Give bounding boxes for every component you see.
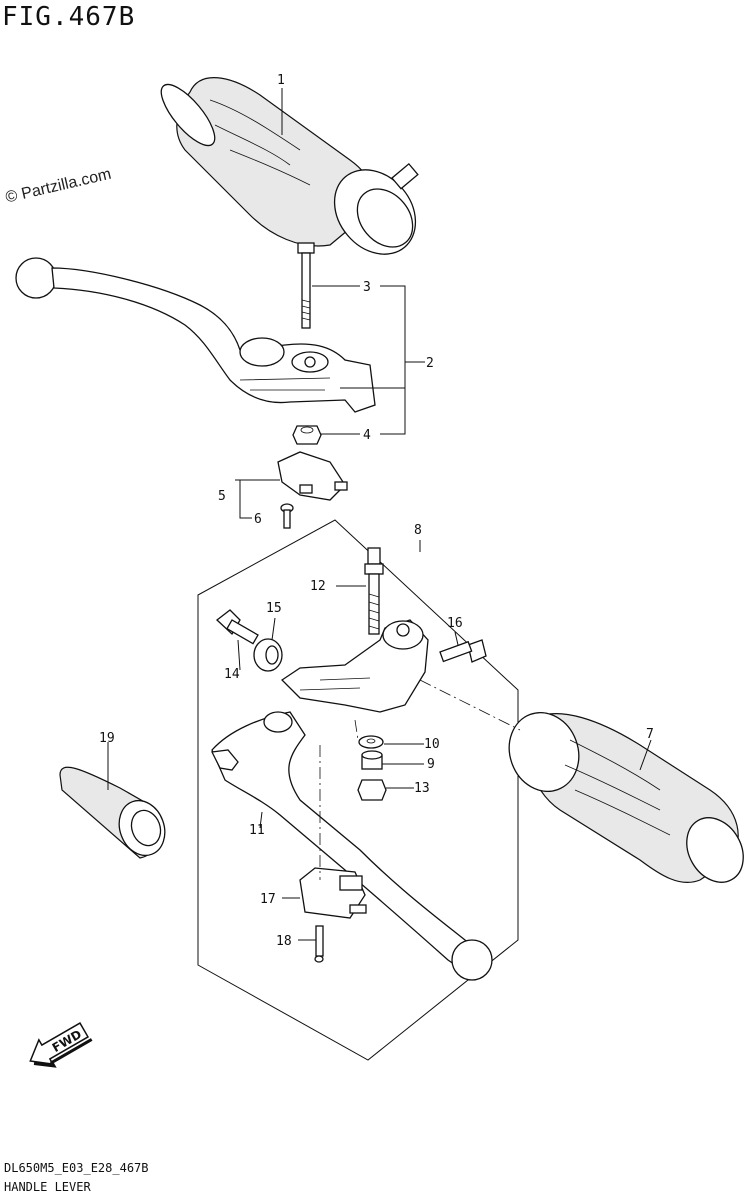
lever-bracket[interactable] (280, 619, 429, 713)
bolt-14[interactable] (215, 609, 259, 645)
collar-9[interactable] (361, 750, 383, 770)
bolt-3[interactable] (297, 242, 315, 329)
callout-19: 19 (99, 731, 115, 746)
diagram-code: DL650M5_E03_E28_467B (4, 1161, 149, 1175)
callout-13: 13 (414, 781, 430, 796)
callout-15: 15 (266, 601, 282, 616)
callout-3: 3 (363, 280, 371, 295)
screw-6[interactable] (280, 503, 294, 529)
callout-5: 5 (218, 489, 226, 504)
screw-18[interactable] (314, 925, 324, 963)
diagram-caption: HANDLE LEVER (4, 1180, 91, 1194)
callout-9: 9 (427, 757, 435, 772)
switch-5[interactable] (277, 451, 348, 501)
callout-18: 18 (276, 934, 292, 949)
callout-4: 4 (363, 428, 371, 443)
callout-12: 12 (310, 579, 326, 594)
callout-7: 7 (646, 727, 654, 742)
callout-2: 2 (426, 356, 434, 371)
bolt-12[interactable] (364, 547, 384, 635)
kit-boundary (197, 519, 519, 1061)
callout-11: 11 (249, 823, 265, 838)
nut-4[interactable] (292, 425, 322, 445)
lever-upper[interactable] (15, 257, 376, 413)
callout-14: 14 (224, 667, 240, 682)
nut-13[interactable] (357, 779, 387, 801)
callout-16: 16 (447, 616, 463, 631)
washer-10[interactable] (358, 735, 384, 749)
callout-8: 8 (414, 523, 422, 538)
callout-6: 6 (254, 512, 262, 527)
switch-17[interactable] (299, 867, 367, 919)
washer-15[interactable] (253, 638, 283, 672)
grip-lower[interactable] (498, 703, 748, 893)
fwd-arrow-icon: FWD (29, 1022, 93, 1068)
figure-title: FIG.467B (2, 2, 136, 32)
end-cap-19[interactable] (59, 766, 172, 862)
center-line (319, 679, 521, 880)
callout-17: 17 (260, 892, 276, 907)
bolt-16[interactable] (439, 639, 487, 663)
callout-1: 1 (277, 73, 285, 88)
grip-upper[interactable] (153, 77, 432, 270)
lever-lower[interactable] (211, 711, 493, 981)
callout-10: 10 (424, 737, 440, 752)
